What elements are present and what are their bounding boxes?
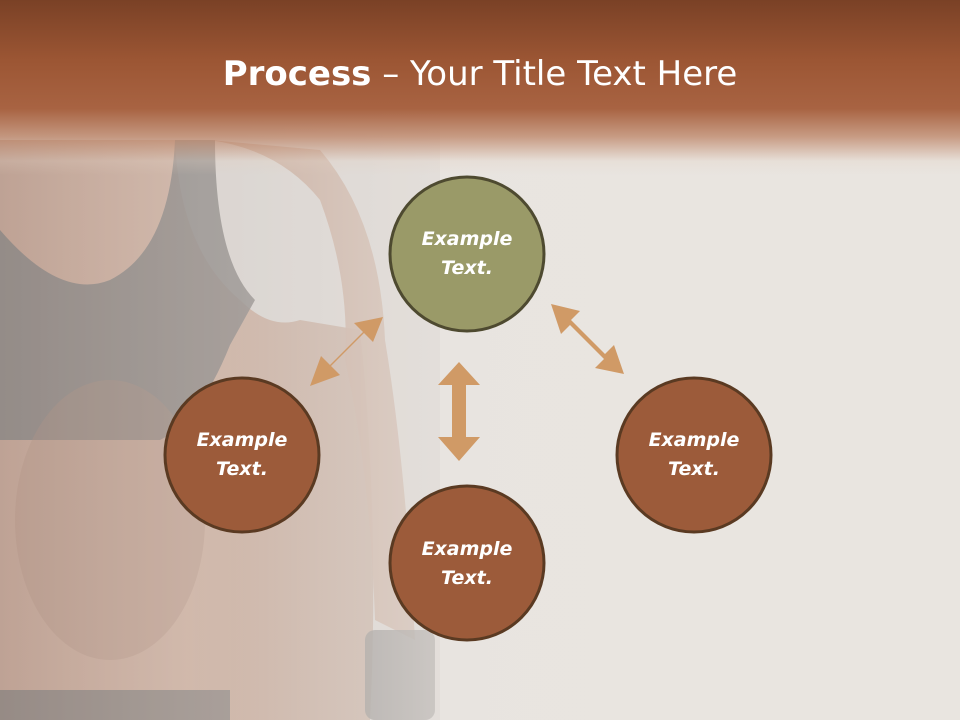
node-bottom-line1: Example <box>421 538 513 560</box>
node-left-line2: Text. <box>216 458 268 480</box>
node-left-label: Example Text. <box>167 426 317 484</box>
node-bottom-label: Example Text. <box>392 535 542 593</box>
arrow-top-right <box>551 304 624 374</box>
node-right-label: Example Text. <box>619 426 769 484</box>
slide-title: Process – Your Title Text Here <box>0 50 960 98</box>
header-band <box>0 0 960 175</box>
arrow-top-left <box>310 317 383 386</box>
title-bold: Process <box>222 54 372 94</box>
arrow-center <box>438 362 480 461</box>
node-left-line1: Example <box>196 429 288 451</box>
node-top-line1: Example <box>421 228 513 250</box>
title-rest: – Your Title Text Here <box>371 54 738 94</box>
node-right-line1: Example <box>648 429 740 451</box>
node-top-line2: Text. <box>441 257 493 279</box>
node-right[interactable] <box>615 376 773 534</box>
node-bottom[interactable] <box>388 484 546 642</box>
node-left[interactable] <box>163 376 321 534</box>
node-right-line2: Text. <box>668 458 720 480</box>
node-bottom-line2: Text. <box>441 567 493 589</box>
node-top[interactable] <box>388 175 546 333</box>
node-top-label: Example Text. <box>392 225 542 283</box>
